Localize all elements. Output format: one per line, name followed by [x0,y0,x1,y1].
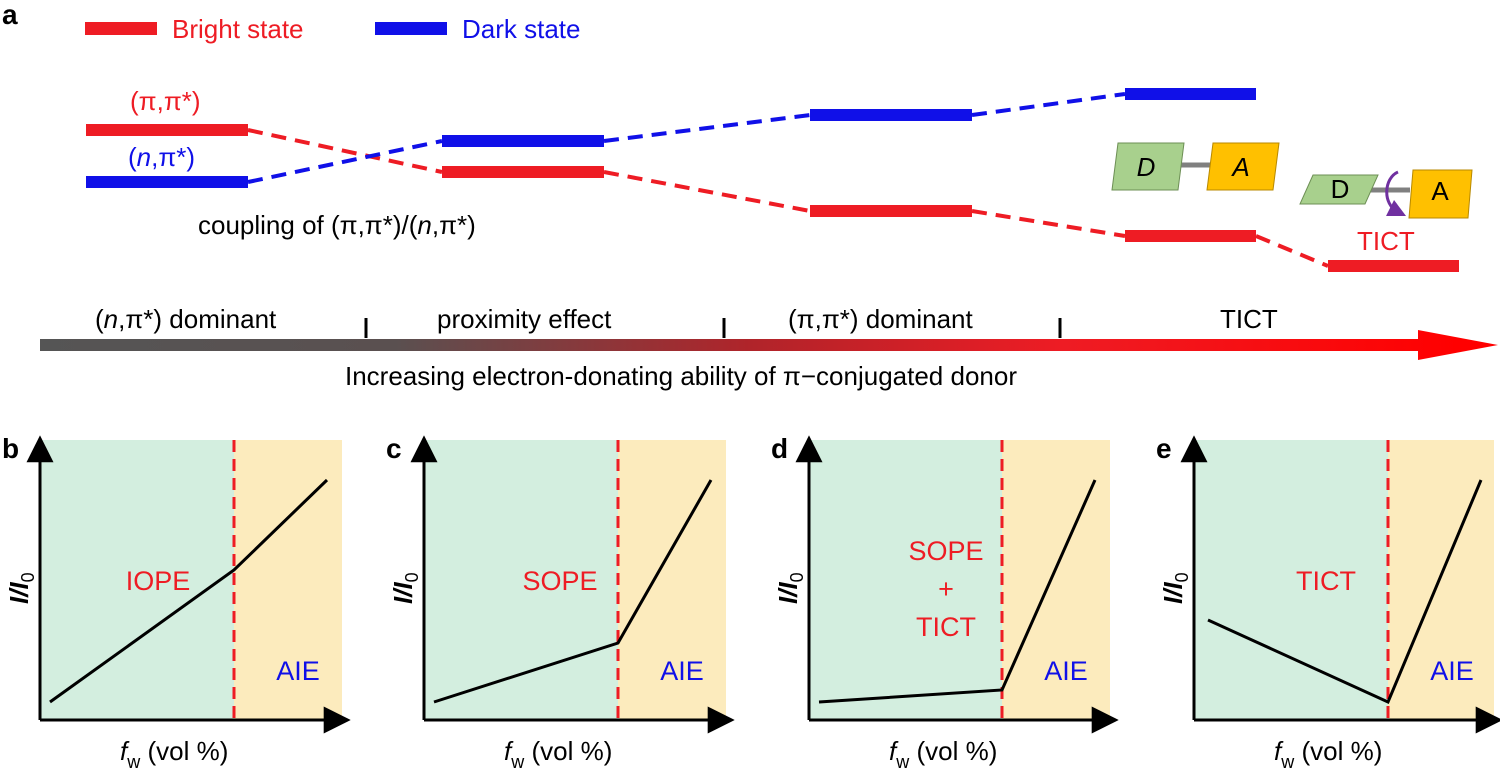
dark-level-3 [810,109,972,121]
panel-b: bI/I0 fw (vol %) IOPE AIE [2,433,351,772]
intensity-curve [818,479,1097,704]
twist-arrow-icon [1385,170,1407,217]
aie-label: AIE [1430,656,1474,686]
y-axis-label: I/I0 [4,572,38,604]
panel-letter-d: d [771,433,788,464]
twisted-da-molecule: D A [1299,169,1473,219]
panel-letter-c: c [386,433,402,464]
regime-proximity-label: proximity effect [437,304,612,334]
donor-label-twisted: D [1331,174,1350,204]
legend-bright-swatch [85,22,157,35]
panel-c: cI/I0 fw (vol %) SOPE AIE [386,433,735,772]
panel-d: dI/I0 fw (vol %) SOPE + TICT AIE [771,433,1119,772]
regime-tict-label: TICT [1220,304,1278,334]
energy-levels [86,88,1459,272]
bright-connector-1 [247,128,443,174]
donor-strength-arrow [40,330,1498,360]
bright-connector-3 [971,209,1126,238]
level-connectors [247,92,1329,268]
donor-label: D [1137,152,1156,182]
x-axis-label: fw (vol %) [1274,736,1382,772]
acceptor-label-twisted: A [1431,176,1449,206]
region-label-+: + [938,574,954,604]
dark-connector-2 [603,113,811,143]
intensity-curve [49,478,329,704]
aie-label: AIE [1044,656,1088,686]
panel-a: a Bright state Dark state (π,π*) (n,π*) [2,0,1498,391]
n-pi-level-label: (n,π*) [128,142,195,172]
dark-level-2 [442,135,604,147]
bright-level-2 [442,166,604,178]
small-panels: bI/I0 fw (vol %) IOPE AIE cI/I0 fw (vol %) SOP… [2,433,1500,772]
region-label-sope: SOPE [908,536,983,566]
y-axis-label: I/I0 [773,572,807,604]
x-axis-label: fw (vol %) [120,736,228,772]
axis-caption: Increasing electron-donating ability of … [345,361,1017,391]
bright-level-1 [86,124,248,136]
dark-connector-3 [971,92,1126,117]
legend-dark-label: Dark state [462,14,581,44]
y-axis-label: I/I0 [388,572,422,604]
legend: Bright state Dark state [85,14,581,44]
x-axis-label: fw (vol %) [889,736,997,772]
panel-letter-b: b [2,433,19,464]
tict-level [1328,260,1459,272]
aie-region [1388,440,1494,720]
dark-level-1 [86,176,248,188]
panel-e: eI/I0 fw (vol %) TICT AIE [1156,433,1500,772]
aie-region [234,440,342,720]
ope-region [1194,440,1388,720]
legend-dark-swatch [375,22,447,35]
region-label-iope: IOPE [126,566,191,596]
coupling-label: coupling of (π,π*)/(n,π*) [198,210,476,240]
donor-block [1111,142,1185,191]
intensity-curve [433,479,713,704]
regime-n-pi-label: (n,π*) dominant [95,304,277,334]
tict-state-label: TICT [1357,226,1415,256]
pi-pi-level-label: (π,π*) [130,86,201,116]
region-label-tict: TICT [916,612,976,642]
acceptor-block [1206,142,1280,191]
regime-pi-pi-label: (π,π*) dominant [788,304,973,334]
bright-connector-2 [603,170,811,213]
ope-region [809,440,1002,720]
dark-level-4 [1125,88,1256,100]
bright-level-4 [1125,230,1256,242]
planar-da-molecule: D A [1111,142,1280,191]
acceptor-label: A [1230,152,1249,182]
bright-level-3 [810,205,972,217]
legend-bright-label: Bright state [172,14,304,44]
region-label-sope: SOPE [522,566,597,596]
regime-axis: (n,π*) dominant proximity effect (π,π*) … [40,304,1498,391]
panel-letter-e: e [1156,433,1172,464]
x-axis-label: fw (vol %) [504,736,612,772]
panel-letter-a: a [2,0,18,30]
acceptor-block-twisted [1408,169,1473,219]
intensity-curve [1207,479,1483,705]
region-label-tict: TICT [1296,566,1356,596]
donor-block-twisted [1299,174,1379,205]
ope-region [40,440,234,720]
bright-connector-4 [1255,234,1329,268]
dark-connector-1 [247,139,443,184]
y-axis-label: I/I0 [1158,572,1192,604]
aie-label: AIE [660,656,704,686]
aie-label: AIE [276,656,320,686]
